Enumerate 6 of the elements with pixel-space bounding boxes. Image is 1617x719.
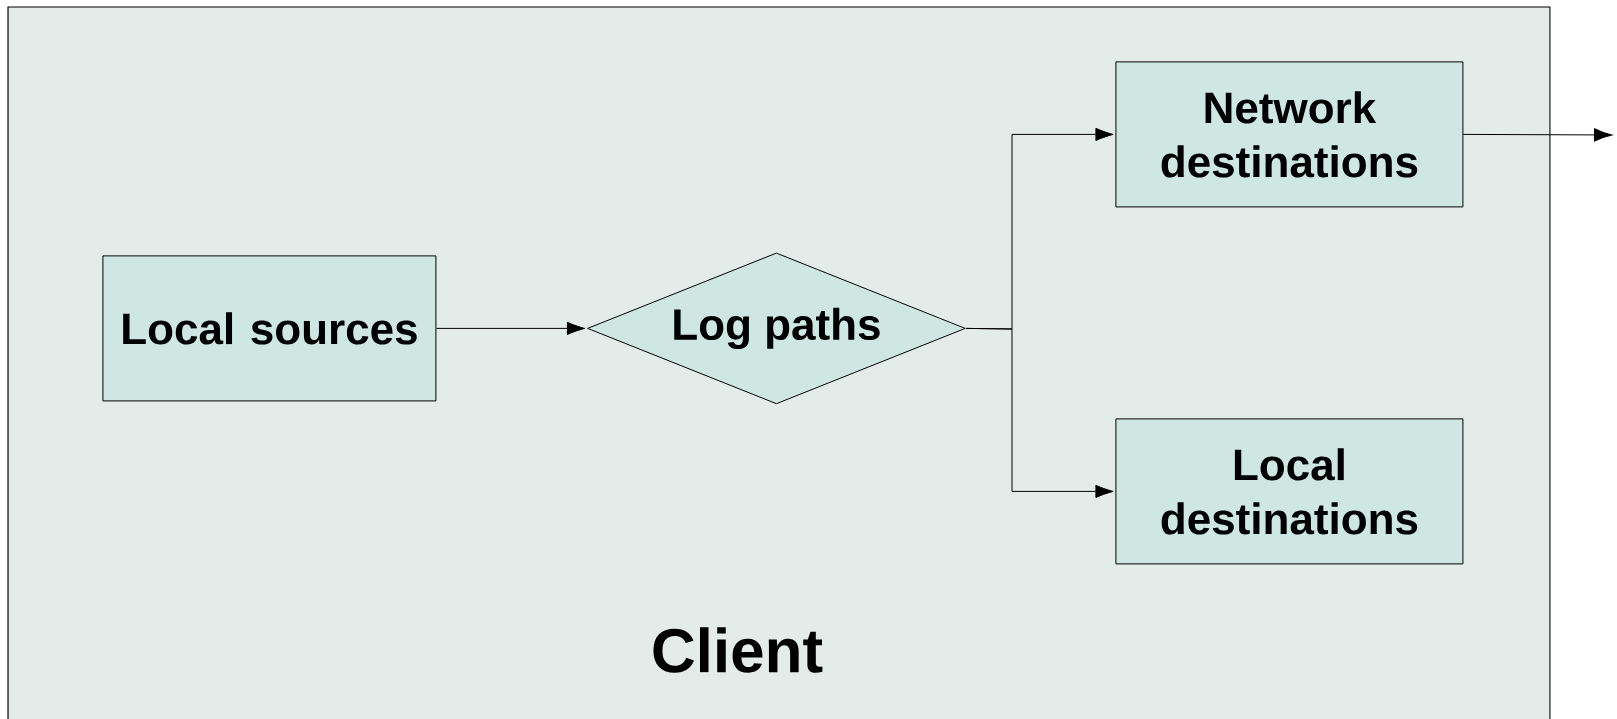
arrow	[965, 327, 1114, 499]
arrow	[435, 321, 586, 336]
arrow	[1462, 128, 1613, 142]
process-box: Local destinations	[1115, 418, 1464, 565]
process-box: Network destinations	[1115, 61, 1464, 208]
process-box: Local sources	[102, 255, 437, 402]
